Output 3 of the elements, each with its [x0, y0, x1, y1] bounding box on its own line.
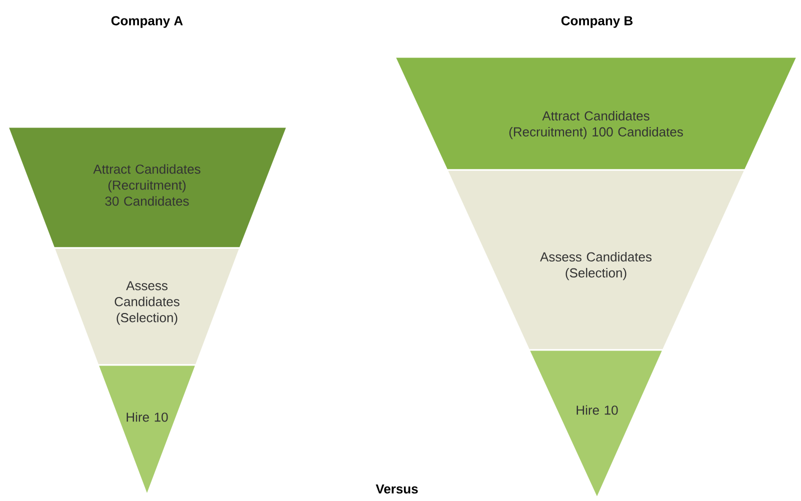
heading: Company B	[561, 16, 633, 28]
heading: Versus	[376, 484, 418, 494]
heading: Company A	[111, 16, 183, 28]
